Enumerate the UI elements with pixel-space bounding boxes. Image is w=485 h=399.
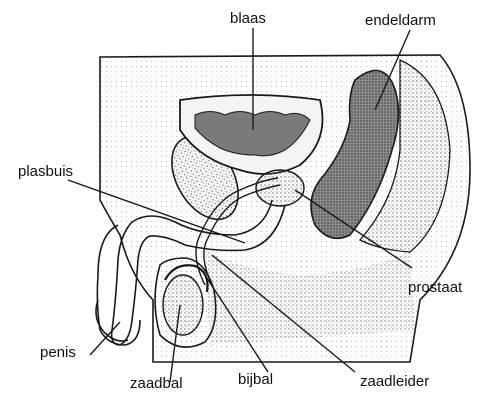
label-zaadbal: zaadbal [130,376,183,391]
label-penis: penis [40,345,76,360]
label-prostaat: prostaat [408,280,462,295]
label-blaas: blaas [230,11,266,26]
testicle [163,275,203,335]
leader-penis [90,322,120,355]
label-plasbuis: plasbuis [18,164,73,179]
prostate [256,170,304,206]
label-bijbal: bijbal [238,372,273,387]
label-endeldarm: endeldarm [365,13,436,28]
label-zaadleider: zaadleider [360,374,429,389]
